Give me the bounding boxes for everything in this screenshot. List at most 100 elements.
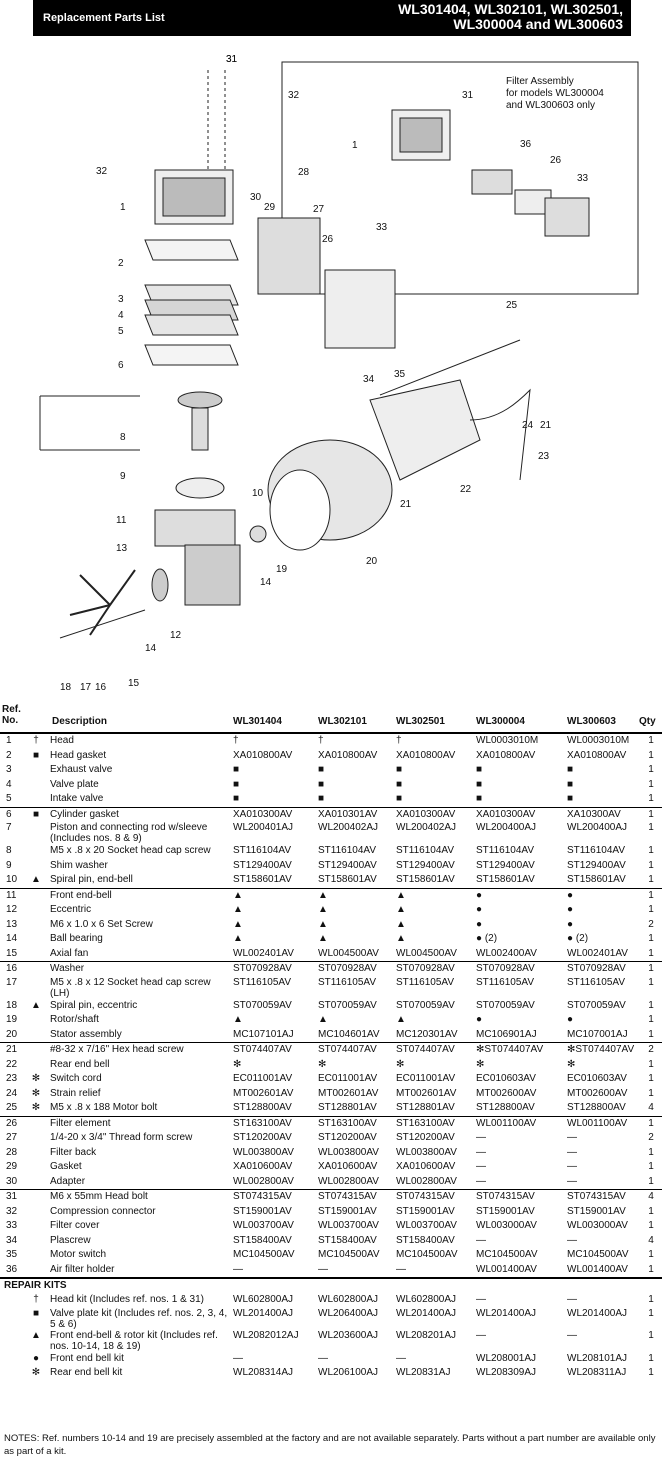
cell-m3: ▲	[396, 904, 406, 915]
cell-m1: MT002601AV	[233, 1087, 294, 1099]
header-title: Replacement Parts List	[43, 12, 165, 24]
cell-m5: WL002401AV	[567, 947, 628, 959]
cell-m5: ✻ST074407AV	[567, 1044, 635, 1055]
axial-fan	[69, 569, 136, 636]
cell-m5: MT002600AV	[567, 1087, 628, 1099]
cell-m3: MC104500AV	[396, 1249, 458, 1260]
cell-qty: 1	[648, 1146, 654, 1158]
cell-m4: ● (2)	[476, 933, 498, 944]
cell-qty: 1	[648, 778, 654, 790]
cell-desc: Gasket	[50, 1161, 82, 1172]
cell-m4: ■	[476, 778, 483, 790]
cell-m4: ●	[476, 904, 483, 915]
callout-10: 10	[252, 488, 264, 499]
callout-1: 1	[352, 140, 358, 151]
cell-ref: 16	[6, 963, 18, 974]
cell-m5: —	[567, 1146, 577, 1158]
ball-bearing	[249, 525, 267, 543]
cell-ref: 29	[6, 1161, 18, 1172]
callout-35: 35	[394, 369, 406, 380]
cell-m1: WL003700AV	[233, 1220, 294, 1231]
cell-m3: EC011001AV	[396, 1073, 456, 1084]
cell-m4: MC104500AV	[476, 1249, 538, 1260]
cell-m3: ✻	[396, 1058, 405, 1070]
cell-desc: Filter cover	[50, 1220, 100, 1231]
cell-m2: ST163100AV	[318, 1117, 377, 1129]
cell-m2: ST158400AV	[318, 1234, 377, 1246]
cell-m2: ■	[318, 764, 325, 775]
parts-table: Ref. No. Description WL301404 WL302101 W…	[0, 702, 662, 1381]
cell-m3: —	[396, 1263, 406, 1275]
cell-m1: ST158400AV	[233, 1234, 292, 1246]
header-models: WL301404, WL302101, WL302501, WL300004 a…	[398, 2, 623, 32]
cell-qty: 1	[648, 793, 654, 804]
cell-m2: ST070059AV	[318, 999, 377, 1011]
cell-qty: 1	[648, 1161, 654, 1172]
cell-sym: ●	[32, 1352, 40, 1364]
cell-qty: 1	[648, 874, 654, 885]
cell-m5: WL201400AJ	[567, 1307, 628, 1319]
cell-ref: 21	[6, 1044, 18, 1055]
cell-m1: ▲	[233, 889, 243, 901]
cell-desc: Filter back	[50, 1146, 97, 1158]
cell-m5: ST116105AV	[567, 976, 626, 988]
notes: NOTES: Ref. numbers 10-14 and 19 are pre…	[4, 1433, 656, 1457]
cell-m2: XA010800AV	[318, 749, 378, 761]
cell-m5: WL200400AJ	[567, 822, 628, 833]
piston	[177, 391, 223, 409]
cell-desc: Shim washer	[50, 859, 108, 871]
cell-desc: Head kit (Includes ref. nos. 1 & 31)	[50, 1294, 204, 1305]
cell-ref: 22	[6, 1058, 18, 1070]
cell-ref: 35	[6, 1249, 18, 1260]
cell-m3: ST070928AV	[396, 963, 455, 974]
cell-m1: ST074315AV	[233, 1191, 292, 1202]
cell-m3: ST116104AV	[396, 845, 455, 856]
cell-sym: ▲	[31, 1329, 41, 1341]
callout-13: 13	[116, 543, 128, 554]
cell-m4: —	[476, 1132, 486, 1143]
cell-m4: ST116104AV	[476, 845, 535, 856]
cell-m2: ■	[318, 793, 325, 804]
eccentric	[151, 568, 169, 602]
cell-m3: XA010800AV	[396, 749, 456, 761]
col-m4: WL300004	[476, 716, 525, 727]
cell-ref: 17	[6, 976, 18, 988]
cell-desc: Rear end bell kit	[50, 1367, 123, 1378]
cell-m4: ●	[476, 918, 483, 930]
cell-m3: ST074407AV	[396, 1044, 455, 1055]
cell-m1: MC107101AJ	[233, 1028, 294, 1040]
callout-4: 4	[118, 310, 124, 321]
kit-row: ▲Front end-bell & rotor kit (Includes re…	[0, 1330, 662, 1352]
col-description: Description	[52, 716, 108, 727]
cell-sym: ▲	[31, 874, 41, 885]
cell-qty: 1	[648, 1307, 654, 1319]
cell-desc: Front end bell kit	[50, 1352, 124, 1364]
cell-ref: 14	[6, 933, 18, 944]
cell-ref: 15	[6, 947, 18, 959]
cell-m1: WL003800AV	[233, 1146, 294, 1158]
cell-ref: 20	[6, 1028, 18, 1040]
cell-m1: ST128800AV	[233, 1102, 292, 1113]
cell-m2: EC011001AV	[318, 1073, 378, 1084]
cell-m5: ■	[567, 764, 574, 775]
cell-qty: 1	[648, 845, 654, 856]
repair-kits-title: REPAIR KITS	[0, 1277, 662, 1293]
callout-32: 32	[96, 166, 108, 177]
cell-m1: ■	[233, 778, 240, 790]
callout-2: 2	[118, 258, 124, 269]
cell-ref: 27	[6, 1132, 18, 1143]
cell-m3: ■	[396, 764, 403, 775]
